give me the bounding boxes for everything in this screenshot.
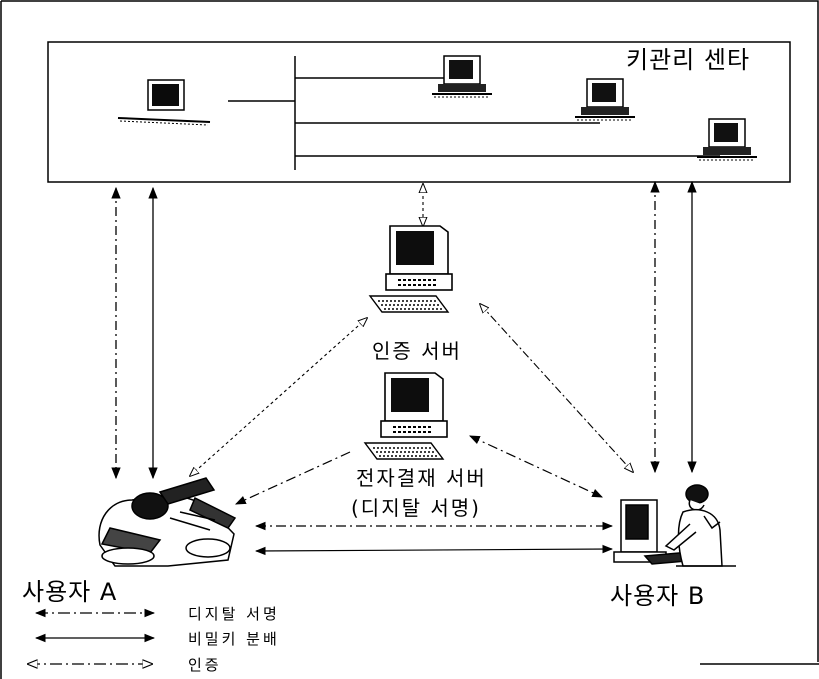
user-a-label: 사용자 A [22, 572, 117, 607]
legend-secret-key-distribution: 비밀키 분배 [188, 628, 280, 649]
auth-server-computer [370, 226, 452, 312]
legend-authentication: 인증 [188, 654, 222, 675]
legend-digital-signature: 디지탈 서명 [188, 603, 280, 624]
payment-server-computer [365, 373, 447, 459]
legend-symbols [28, 613, 154, 664]
payment-server-label: 전자결재 서버 [356, 462, 487, 491]
user-b-label: 사용자 B [610, 576, 705, 611]
user-b-figure [614, 485, 736, 566]
payment-server-sublabel: (디지탈 서명) [351, 492, 481, 521]
key-center-label: 키관리 센타 [626, 40, 750, 75]
auth-server-label: 인증 서버 [372, 335, 462, 364]
user-a-figure [99, 478, 235, 566]
